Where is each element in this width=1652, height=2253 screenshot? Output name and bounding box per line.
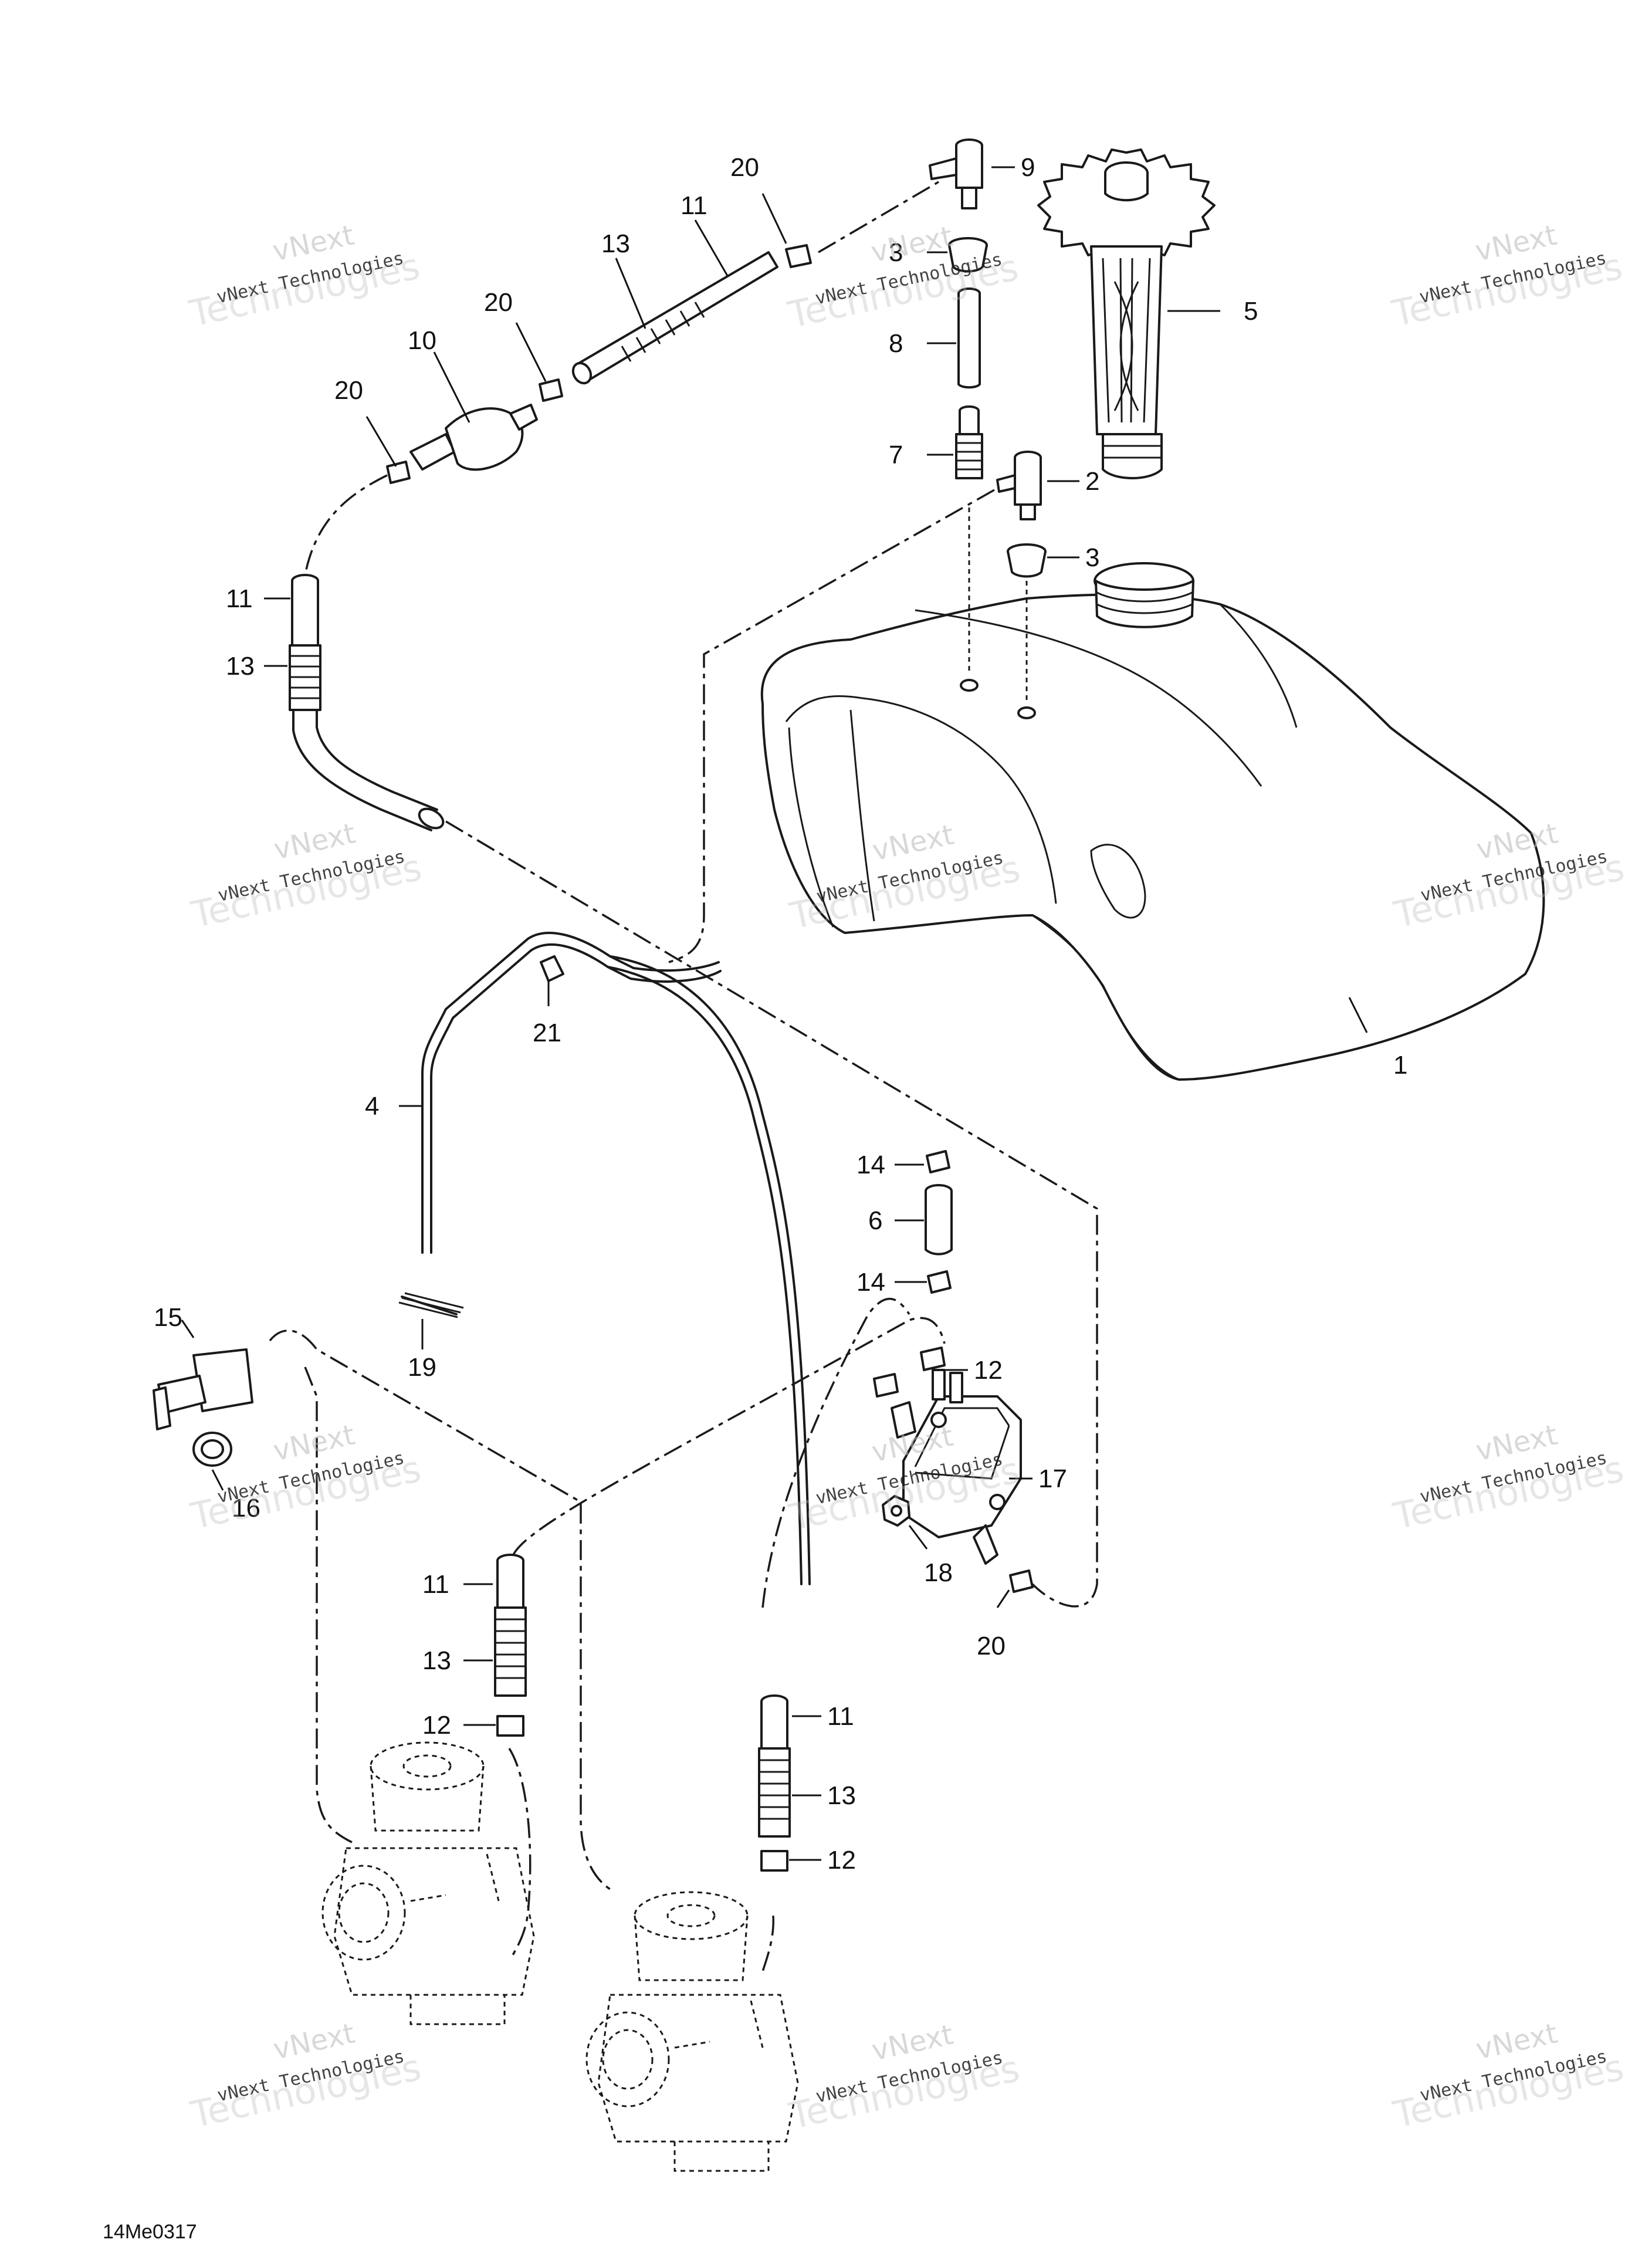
callout-12-carb-left: 12 [422,1711,451,1740]
callout-1: 1 [1393,1051,1407,1080]
callout-17: 17 [1038,1464,1067,1493]
vent-hose-upper [571,251,778,385]
callout-20-top: 20 [730,153,759,182]
callout-11-carb-left: 11 [422,1570,449,1599]
routing-lines [269,181,1098,1972]
callout-14-lower: 14 [857,1268,885,1297]
clamp-20-b [539,378,563,402]
fuel-hose-left [289,574,445,831]
leader-lines [181,166,1368,1861]
clamp-12-pump-b [920,1347,946,1371]
vent-tube-4 [421,932,811,1585]
clip-21 [540,955,564,982]
callout-11-carb-right: 11 [827,1702,854,1731]
callout-13-carb-right: 13 [827,1781,856,1810]
callout-3-lower: 3 [1085,543,1099,572]
nut-18 [882,1495,910,1527]
elbow-fitting-9 [929,138,983,209]
clamp-20-d [1009,1569,1034,1593]
callout-11-upper: 11 [681,191,707,220]
callout-13-upper: 13 [601,229,630,258]
drawing-code: 14Me0317 [103,2221,197,2243]
callout-3-upper: 3 [889,238,903,267]
callout-12-pump: 12 [974,1356,1003,1385]
callout-9: 9 [1021,153,1035,182]
callout-11-left: 11 [226,584,253,613]
callout-7: 7 [889,441,903,469]
clamp-14-upper [926,1150,950,1173]
fuel-pump-17 [891,1369,1022,1565]
tee-fitting-2 [996,451,1042,520]
callout-20-mid: 20 [484,288,513,317]
fuel-filter-10 [409,404,538,471]
carburetor-left [321,1741,535,2025]
callout-2: 2 [1085,467,1099,496]
primer-15 [153,1348,253,1430]
tube-8 [957,287,981,389]
callout-6: 6 [868,1206,882,1235]
callout-12-carb-right: 12 [827,1846,856,1875]
watermarks: vNext Technologies vNext Technologies vN… [185,219,1628,2137]
callout-21: 21 [533,1019,561,1047]
carb-hose-left [494,1554,527,1737]
callout-labels: 1 2 3 3 4 5 6 7 8 9 10 11 11 11 11 12 12… [154,153,1407,1875]
fitting-7 [955,405,983,479]
callout-13-left: 13 [226,652,255,681]
carburetor-right [585,1891,799,2172]
clamp-12-pump-a [873,1373,899,1398]
carb-hose-right [758,1694,791,1872]
callout-16: 16 [232,1494,260,1523]
tube-6 [925,1184,953,1256]
fuel-tank [760,562,1545,1081]
clamp-14-lower [927,1270,952,1294]
callout-20-left: 20 [334,376,363,405]
callout-14-upper: 14 [857,1151,885,1179]
callout-5: 5 [1244,297,1258,326]
callout-4: 4 [365,1092,379,1121]
fuel-level-gauge [1037,148,1216,479]
spring-19 [398,1292,464,1318]
grommet-3-upper [948,237,988,273]
callout-8: 8 [889,329,903,358]
grommet-3-lower [1007,543,1047,578]
callout-18: 18 [924,1558,953,1587]
callout-10: 10 [408,326,436,355]
nut-16 [192,1432,232,1467]
callout-13-carb-left: 13 [422,1646,451,1675]
callout-20-pump: 20 [977,1632,1006,1660]
callout-19: 19 [408,1353,436,1382]
clamp-20-c [386,461,411,484]
callout-15: 15 [154,1303,182,1332]
clamp-20-a [785,244,812,268]
